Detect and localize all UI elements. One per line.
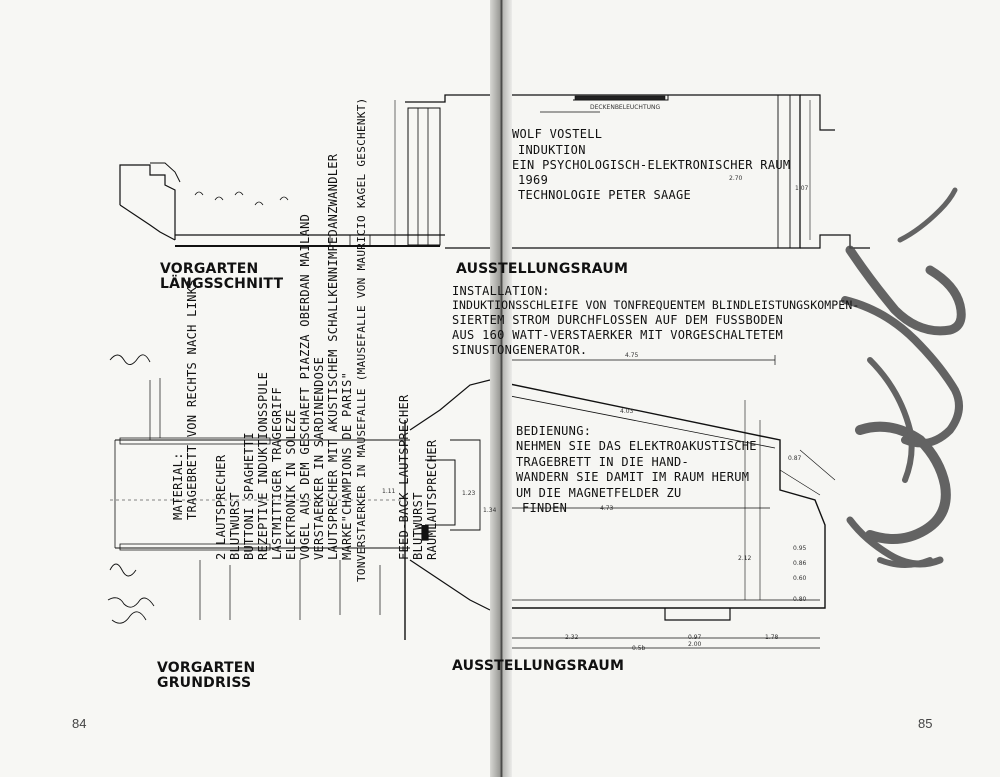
usage-line: UM DIE MAGNETFELDER ZU [516, 486, 682, 500]
material-line: VERSTAERKER IN SARDINENDOSE [312, 356, 326, 560]
crayon-scribble [841, 187, 966, 568]
material-line: TRAGEBRETT VON RECHTS NACH LINKS [185, 279, 199, 520]
material-line: ELEKTRONIK IN SOLEZE [284, 409, 298, 561]
dimension-label: 1.34 [483, 507, 497, 514]
title-line: EIN PSYCHOLOGISCH-ELEKTRONISCHER RAUM [512, 158, 791, 172]
material-line: BUTTONI SPAGHETTI [242, 432, 256, 560]
label-section-line-2: LÄNGSSCHNITT [160, 276, 284, 292]
garden-section-outline [119, 164, 176, 240]
dimension-label: 1.23 [462, 490, 476, 497]
usage-line: NEHMEN SIE DAS ELEKTROAKUSTISCHE [516, 439, 757, 453]
label-section-left: VORGARTEN LÄNGSSCHNITT [160, 262, 283, 292]
material-line: RAUMLAUTSPRECHER [425, 439, 439, 560]
material-line: MATERIAL: [171, 452, 185, 520]
title-line: TECHNOLOGIE PETER SAAGE [518, 188, 692, 202]
installation-line: SIERTEM STROM DURCHFLOSSEN AUF DEM FUSSB… [452, 313, 784, 327]
book-gutter [490, 0, 512, 777]
material-line: 2 LAUTSPRECHER [214, 454, 228, 560]
left-page [0, 0, 500, 777]
dimension-label: 4.73 [600, 505, 614, 512]
title-line: WOLF VOSTELL [512, 127, 603, 141]
usage-line: FINDEN [522, 501, 568, 515]
dimension-label: 0.5b [632, 645, 646, 652]
installation-line: INDUKTIONSSCHLEIFE VON TONFREQUENTEM BLI… [452, 298, 860, 312]
dimension-label: 0.86 [793, 560, 807, 567]
material-line: LAUTSPRECHER MIT AKUSTISCHEM SCHALLKENNI… [326, 153, 340, 560]
installation-line: AUS 160 WATT-VERSTAERKER MIT VORGESCHALT… [452, 328, 784, 342]
material-line: MARKE"CHAMPIONS DE PARIS" [340, 371, 354, 560]
page-number-right: 85 [918, 716, 933, 731]
dimension-label: 1.11 [382, 488, 396, 495]
material-line: BLUTWURST [411, 492, 425, 560]
dimension-label: 2.70 [729, 175, 743, 182]
dimension-label: 0.60 [793, 575, 807, 582]
label-plan-left: VORGARTEN GRUNDRISS [157, 661, 255, 691]
dimension-label: 2.32 [565, 634, 579, 641]
label-section-line-1: VORGARTEN [160, 261, 259, 277]
label-plan-line-2: GRUNDRISS [157, 675, 252, 691]
installation-line: INSTALLATION: [452, 284, 550, 298]
right-page [500, 0, 1000, 777]
dimension-label: 0.95 [793, 545, 807, 552]
dimension-label: 4.75 [625, 352, 639, 359]
label-room-top: AUSSTELLUNGSRAUM [456, 261, 629, 277]
title-line: INDUKTION [518, 143, 586, 157]
usage-line: TRAGEBRETT IN DIE HAND- [516, 455, 690, 469]
dimension-label: 0.80 [793, 596, 807, 603]
material-line: TONVERSTAERKER IN MAUSEFALLE (MAUSEFALLE… [355, 97, 368, 582]
dimension-label: 1.78 [765, 634, 779, 641]
dimension-label: 2.00 [688, 641, 702, 648]
material-line: FEED-BACK LAUTSPRECHER [397, 394, 411, 560]
ceiling-light-label: DECKENBELEUCHTUNG [590, 104, 661, 111]
label-room-bottom: AUSSTELLUNGSRAUM [452, 658, 625, 674]
usage-line: BEDIENUNG: [516, 424, 592, 438]
title-line: 1969 [518, 173, 549, 187]
dimension-label: 4.03 [620, 408, 634, 415]
dimension-label: 0.97 [688, 634, 702, 641]
dimension-label: 2.12 [738, 555, 752, 562]
page-number-left: 84 [72, 716, 87, 731]
material-line: VOGEL AUS DEM GESCHAEFT PIAZZA OBERDAN M… [298, 213, 312, 560]
material-line: LASTMITTIGER TRAGEGRIFF [270, 386, 284, 560]
dimension-label: 0.87 [788, 455, 802, 462]
dimension-label: 1.07 [795, 185, 809, 192]
usage-line: WANDERN SIE DAMIT IM RAUM HERUM [516, 470, 750, 484]
installation-line: SINUSTONGENERATOR. [452, 343, 588, 357]
label-plan-line-1: VORGARTEN [157, 660, 256, 676]
material-line: REZEPTIVE INDUKTIONSSPULE [256, 371, 270, 560]
material-line: BLUTWURST [228, 492, 242, 560]
